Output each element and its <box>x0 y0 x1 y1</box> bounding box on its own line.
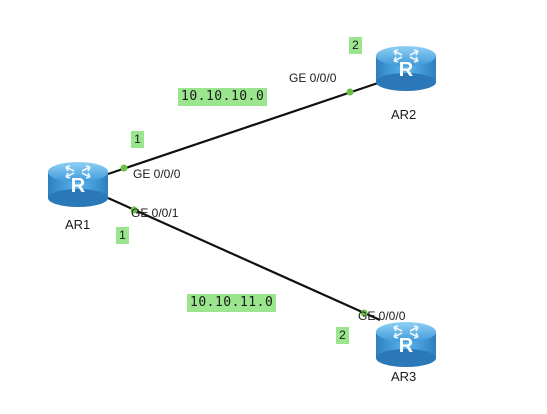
router-ar3-name: AR3 <box>391 369 417 384</box>
interface-number-ar3-ge000: 2 <box>336 327 349 344</box>
link-ar1-ar3[interactable] <box>107 196 381 322</box>
link-ar1-ar2[interactable] <box>107 81 379 176</box>
port-label-ar1-ge000: GE 0/0/0 <box>133 167 181 181</box>
port-dot-ar1-ge000[interactable] <box>120 164 128 172</box>
port-dot-ar2-ge000[interactable] <box>346 88 354 96</box>
port-dot-ar1-ge001[interactable] <box>130 206 138 214</box>
router-ar1-icon[interactable] <box>47 161 109 208</box>
port-label-ar3-ge000: GE 0/0/0 <box>358 309 406 323</box>
router-ar3-icon[interactable] <box>375 321 437 368</box>
router-ar2-icon[interactable] <box>375 45 437 92</box>
network-label-10-10-11-0: 10.10.11.0 <box>187 294 277 312</box>
interface-number-ar1-ge000: 1 <box>131 131 144 148</box>
port-label-ar2-ge000: GE 0/0/0 <box>289 71 337 85</box>
router-ar1-name: AR1 <box>65 217 91 232</box>
interface-number-ar2-ge000: 2 <box>349 37 362 54</box>
network-label-10-10-10-0: 10.10.10.0 <box>178 88 268 106</box>
port-label-ar1-ge001: GE 0/0/1 <box>131 206 179 220</box>
interface-number-ar1-ge001: 1 <box>116 227 129 244</box>
port-dot-ar3-ge000[interactable] <box>360 309 368 317</box>
router-ar2-name: AR2 <box>391 107 417 122</box>
